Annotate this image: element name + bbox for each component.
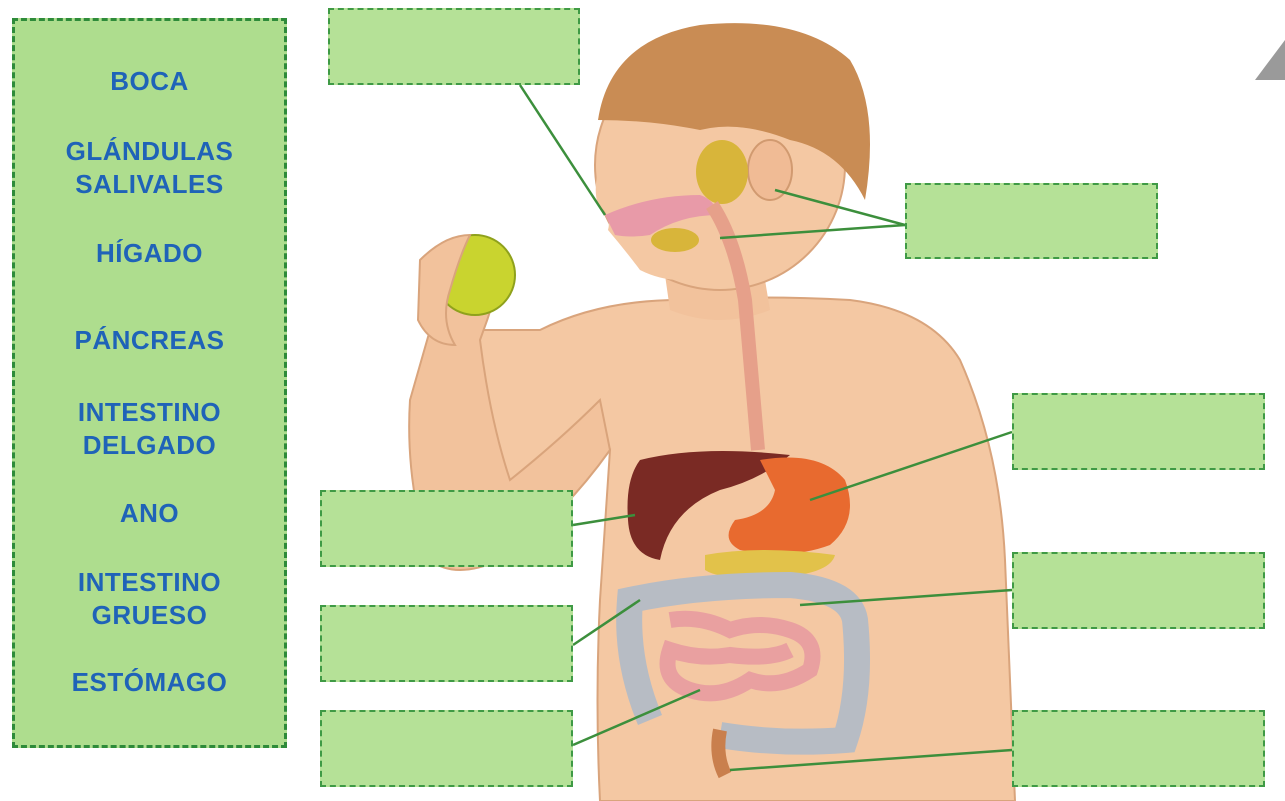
word-bank-item-line: HÍGADO [15,237,284,270]
label-box-large-intestine[interactable] [1012,552,1265,629]
label-box-salivary-glands[interactable] [905,183,1158,259]
label-box-stomach[interactable] [1012,393,1265,470]
label-box-mouth[interactable] [328,8,580,85]
rectum [718,730,725,775]
word-bank-item[interactable]: HÍGADO [15,237,284,270]
corner-triangle-icon [1255,40,1285,80]
word-bank-item[interactable]: PÁNCREAS [15,324,284,357]
label-box-pancreas[interactable] [320,605,573,682]
word-bank-item-line: ESTÓMAGO [15,666,284,699]
label-box-small-intestine[interactable] [320,710,573,787]
word-bank-item[interactable]: ANO [15,497,284,530]
word-bank-item-line: GRUESO [15,599,284,632]
word-bank-item-line: PÁNCREAS [15,324,284,357]
word-bank-item-line: INTESTINO [15,566,284,599]
word-bank-item-line: BOCA [15,65,284,98]
word-bank-item[interactable]: ESTÓMAGO [15,666,284,699]
salivary-gland-parotid [696,140,748,204]
word-bank-item-line: ANO [15,497,284,530]
label-box-liver[interactable] [320,490,573,567]
ear [748,140,792,200]
word-bank-item[interactable]: BOCA [15,65,284,98]
word-bank-item-line: SALIVALES [15,168,284,201]
word-bank-item-line: DELGADO [15,429,284,462]
word-bank-item-line: GLÁNDULAS [15,135,284,168]
label-box-anus[interactable] [1012,710,1265,787]
word-bank-item-line: INTESTINO [15,396,284,429]
salivary-gland-submandibular [651,228,699,252]
